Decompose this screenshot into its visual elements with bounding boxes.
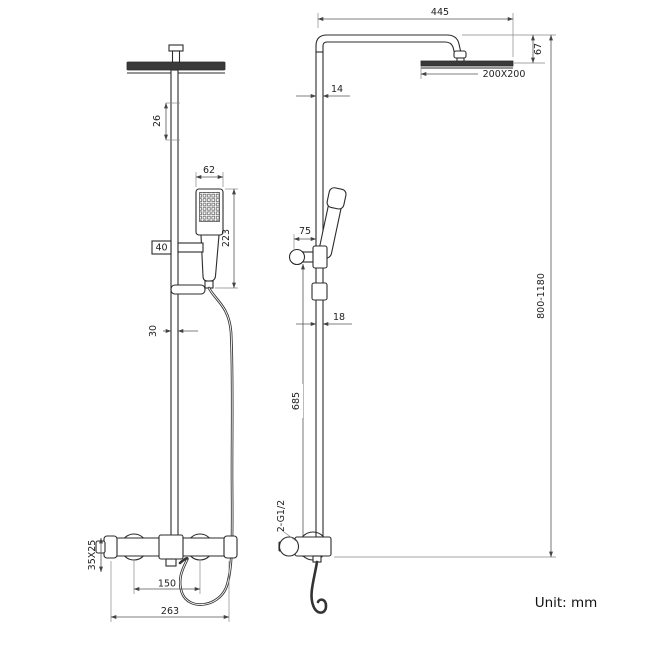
dim-valve-length: 263 — [110, 561, 230, 622]
dim-arm-reach: 445 — [317, 7, 514, 57]
dim-label-26: 26 — [152, 115, 163, 127]
dim-label-150: 150 — [158, 579, 176, 590]
dim-label-445: 445 — [431, 7, 449, 18]
shower-hose-front — [178, 286, 234, 606]
valve-front — [95, 533, 238, 567]
holder-clamp — [312, 245, 328, 269]
dim-head-stem: 26 — [152, 102, 180, 141]
rain-head-front — [126, 44, 226, 74]
dim-label-40: 40 — [155, 243, 167, 254]
dim-handshower-length: 223 — [215, 188, 238, 289]
holder-side — [288, 245, 328, 301]
dim-label-223: 223 — [221, 229, 232, 247]
valve-cap-right — [223, 535, 238, 559]
holder-flange — [288, 248, 306, 266]
dim-outlet-height: 685 — [291, 263, 305, 558]
dim-pipe-mid: 18 — [296, 312, 352, 326]
rain-head-side — [420, 60, 514, 67]
handshower-handle — [200, 234, 220, 282]
hose-side — [310, 560, 328, 614]
dim-label-2-g12: 2-G1/2 — [276, 500, 287, 532]
dim-overall-height: 800-1180 — [334, 34, 556, 558]
dim-label-685: 685 — [291, 392, 302, 410]
dim-label-800-1180: 800-1180 — [536, 273, 547, 319]
dim-inlet-centers: 150 — [133, 561, 201, 594]
hand-shower-front — [195, 188, 224, 289]
unit-label: Unit: mm — [535, 595, 598, 611]
slider-side — [311, 282, 328, 301]
dim-label-14: 14 — [331, 84, 343, 95]
dim-label-263: 263 — [161, 606, 179, 617]
slider-holder-front: 40 — [151, 240, 206, 295]
valve-body-side — [294, 536, 332, 557]
spray-face — [199, 192, 220, 222]
dim-valve-end: 35X25 — [87, 537, 103, 573]
side-view: 445 67 200X200 14 — [276, 7, 556, 614]
arm-outer — [315, 34, 462, 54]
head-top-cap — [168, 44, 184, 52]
riser-and-arm-side — [315, 34, 514, 538]
dim-label-75: 75 — [299, 226, 311, 237]
dim-pole-width: 30 — [148, 325, 198, 337]
valve-center-block — [158, 534, 184, 560]
front-view: 26 62 223 40 — [87, 44, 238, 622]
dim-connection: 2-G1/2 — [276, 500, 297, 542]
dim-pipe-top: 14 — [296, 84, 350, 98]
dim-holder-reach: 75 — [293, 226, 317, 250]
dim-handshower-width: 62 — [195, 165, 224, 187]
holder-arm — [177, 242, 204, 253]
handshower-side-head — [326, 187, 347, 210]
slider-knob — [151, 240, 172, 255]
dim-label-200x200: 200X200 — [483, 69, 526, 80]
dim-label-18: 18 — [333, 312, 345, 323]
valve-side — [278, 531, 332, 614]
dim-label-62: 62 — [203, 165, 215, 176]
valve-outlet — [165, 558, 177, 567]
head-joint — [453, 50, 467, 59]
valve-knob-side — [278, 536, 300, 557]
dim-head-drop: 67 — [462, 34, 556, 64]
head-stem — [171, 50, 181, 64]
valve-cap-left — [103, 535, 118, 559]
dim-head-size: 200X200 — [420, 67, 530, 80]
head-plate — [126, 61, 226, 71]
rail-bracket — [170, 284, 206, 295]
dim-label-30: 30 — [148, 325, 159, 337]
arm-inner — [322, 41, 456, 56]
dim-label-35x25: 35X25 — [87, 540, 98, 571]
dim-label-67: 67 — [533, 43, 544, 55]
